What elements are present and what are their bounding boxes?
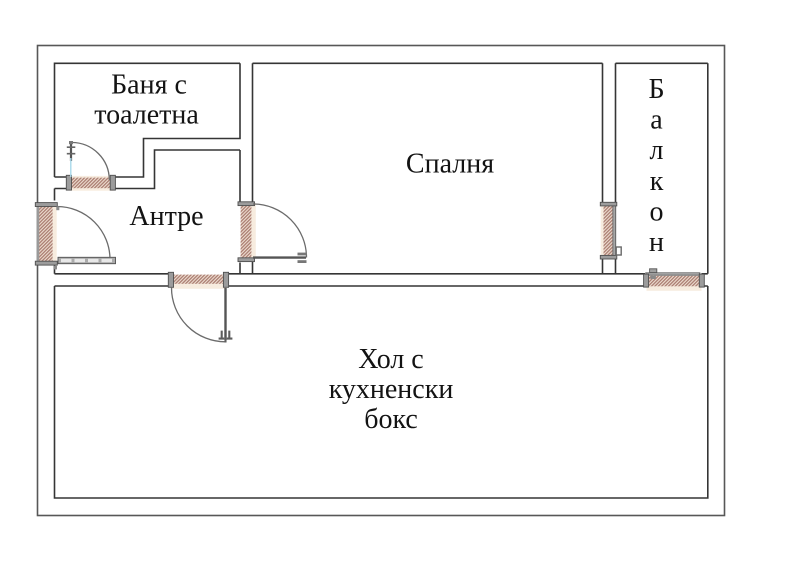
svg-text:к: к <box>650 166 664 197</box>
svg-text:Антре: Антре <box>129 201 203 232</box>
svg-text:кухненски: кухненски <box>329 374 454 405</box>
svg-text:тоалетна: тоалетна <box>94 100 199 131</box>
svg-text:Хол с: Хол с <box>358 344 424 375</box>
svg-text:о: о <box>650 197 664 228</box>
svg-text:н: н <box>649 227 664 258</box>
svg-text:л: л <box>650 135 664 166</box>
svg-text:Б: Б <box>648 74 664 105</box>
svg-text:Баня с: Баня с <box>111 70 187 101</box>
svg-text:Спалня: Спалня <box>406 149 494 180</box>
svg-text:а: а <box>650 105 663 136</box>
svg-text:бокс: бокс <box>364 404 418 435</box>
